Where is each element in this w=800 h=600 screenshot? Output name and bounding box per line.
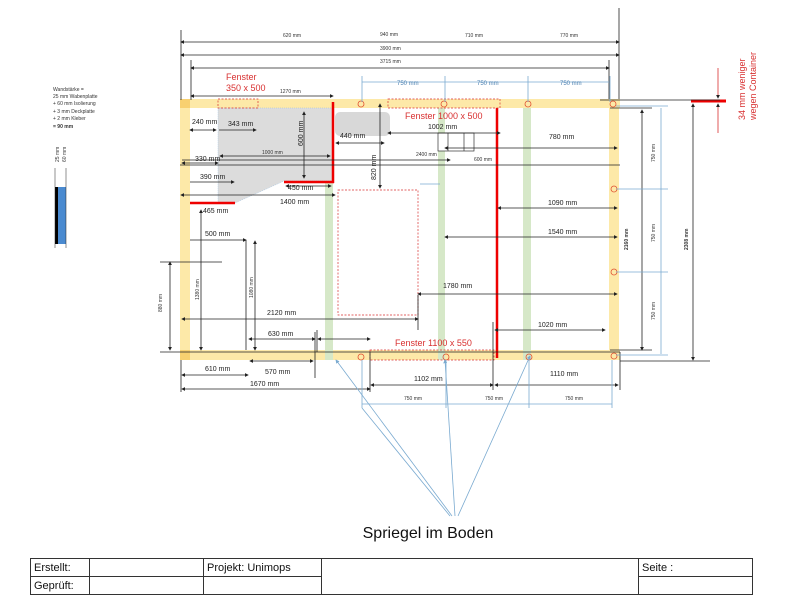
dim-label: 440 mm <box>340 133 365 140</box>
dim-label: 1270 mm <box>280 89 301 95</box>
dim-label: 620 mm <box>283 33 301 39</box>
dim-label: 610 mm <box>205 366 230 373</box>
dim-label: 1080 mm <box>249 277 255 298</box>
wall-thickness-note: Wandstärke = 25 mm Wabenplatte + 60 mm I… <box>53 87 98 162</box>
checked-label: Geprüft: <box>30 576 90 595</box>
page-value[interactable] <box>638 576 753 595</box>
dim-label: 750 mm <box>651 144 657 162</box>
dim-label: 750 mm <box>485 396 503 402</box>
dim-label: 750 mm <box>651 302 657 320</box>
dim-label: 630 mm <box>268 331 293 338</box>
note-line: 25 mm Wabenplatte <box>53 94 98 100</box>
container-note: 34 mm weniger <box>737 58 747 120</box>
note-line: Wandstärke = <box>53 87 84 93</box>
note-line: + 60 mm Isolierung <box>53 101 96 107</box>
dim-label: 500 mm <box>205 231 230 238</box>
dim-label: 750 mm <box>651 224 657 242</box>
dim-label: 600 mm <box>474 157 492 163</box>
note-line: = 90 mm <box>53 124 74 130</box>
layer-label: 25 mm <box>55 147 61 162</box>
dim-label: 2308 mm <box>684 228 690 250</box>
dim-label: 3715 mm <box>380 59 401 65</box>
dim-label: 465 mm <box>203 208 228 215</box>
created-value[interactable] <box>89 558 204 577</box>
dim-label: 780 mm <box>549 134 574 141</box>
dim-label: 1670 mm <box>250 381 279 388</box>
dimension-labels: 620 mm 940 mm 710 mm 770 mm 3900 mm 3715… <box>158 32 690 402</box>
dim-label: 1540 mm <box>548 229 577 236</box>
dim-label: 1110 mm <box>550 371 578 378</box>
dim-label: 390 mm <box>200 174 225 181</box>
title-block: Erstellt: Projekt: Unimops Seite : Geprü… <box>30 558 753 595</box>
dim-label: 770 mm <box>560 33 578 39</box>
window-label: Fenster 1100 x 550 <box>395 338 472 348</box>
dim-label: 1002 mm <box>428 124 457 131</box>
dim-label: 1380 mm <box>195 279 201 300</box>
dim-label: 750 mm <box>404 396 422 402</box>
dim-label: 450 mm <box>288 185 313 192</box>
dim-label: 240 mm <box>192 119 217 126</box>
note-line: + 2 mm Kleber <box>53 116 86 122</box>
caption: Spriegel im Boden <box>363 525 494 542</box>
note-line: + 3 mm Deckplatte <box>53 109 95 115</box>
dimension-lines <box>160 8 720 392</box>
blank-cell <box>321 558 639 595</box>
anchor-points <box>357 100 618 361</box>
dim-label: 940 mm <box>380 32 398 38</box>
dim-label: 2160 mm <box>624 228 630 250</box>
dim-label: 570 mm <box>265 369 290 376</box>
dim-label: 750 mm <box>560 81 582 87</box>
container-note: wegen Container <box>748 52 758 121</box>
page-label: Seite : <box>638 558 753 577</box>
dim-label: 343 mm <box>228 121 253 128</box>
window-label: Fenster 1000 x 500 <box>405 111 483 121</box>
checked-value[interactable] <box>89 576 204 595</box>
layer-label: 60 mm <box>62 147 68 162</box>
dim-label: 750 mm <box>477 81 499 87</box>
dim-label: 1000 mm <box>262 150 283 156</box>
dim-label: 750 mm <box>565 396 583 402</box>
dim-label: 2120 mm <box>267 310 296 317</box>
dim-label: 2400 mm <box>416 152 437 158</box>
dim-label: 1102 mm <box>414 376 443 383</box>
created-label: Erstellt: <box>30 558 90 577</box>
window-label: Fenster <box>226 72 257 82</box>
dim-label: 750 mm <box>397 81 419 87</box>
wall-section <box>54 168 67 248</box>
dim-label: 330 mm <box>195 156 220 163</box>
dim-label: 880 mm <box>158 294 164 312</box>
dim-label: 1020 mm <box>538 322 567 329</box>
floor-studs <box>325 108 531 360</box>
sink <box>335 112 390 136</box>
project-label: Projekt: Unimops <box>203 558 322 577</box>
walls <box>180 99 620 360</box>
dim-label: 820 mm <box>371 155 378 180</box>
window-label: 350 x 500 <box>226 83 266 93</box>
dim-label: 710 mm <box>465 33 483 39</box>
dim-label: 600 mm <box>298 121 305 146</box>
dim-label: 1780 mm <box>443 283 472 290</box>
dim-label: 1400 mm <box>280 199 309 206</box>
dim-label: 3900 mm <box>380 46 401 52</box>
stud-spacing-lines <box>335 76 668 517</box>
dim-label: 1090 mm <box>548 200 577 207</box>
project-value[interactable] <box>203 576 322 595</box>
